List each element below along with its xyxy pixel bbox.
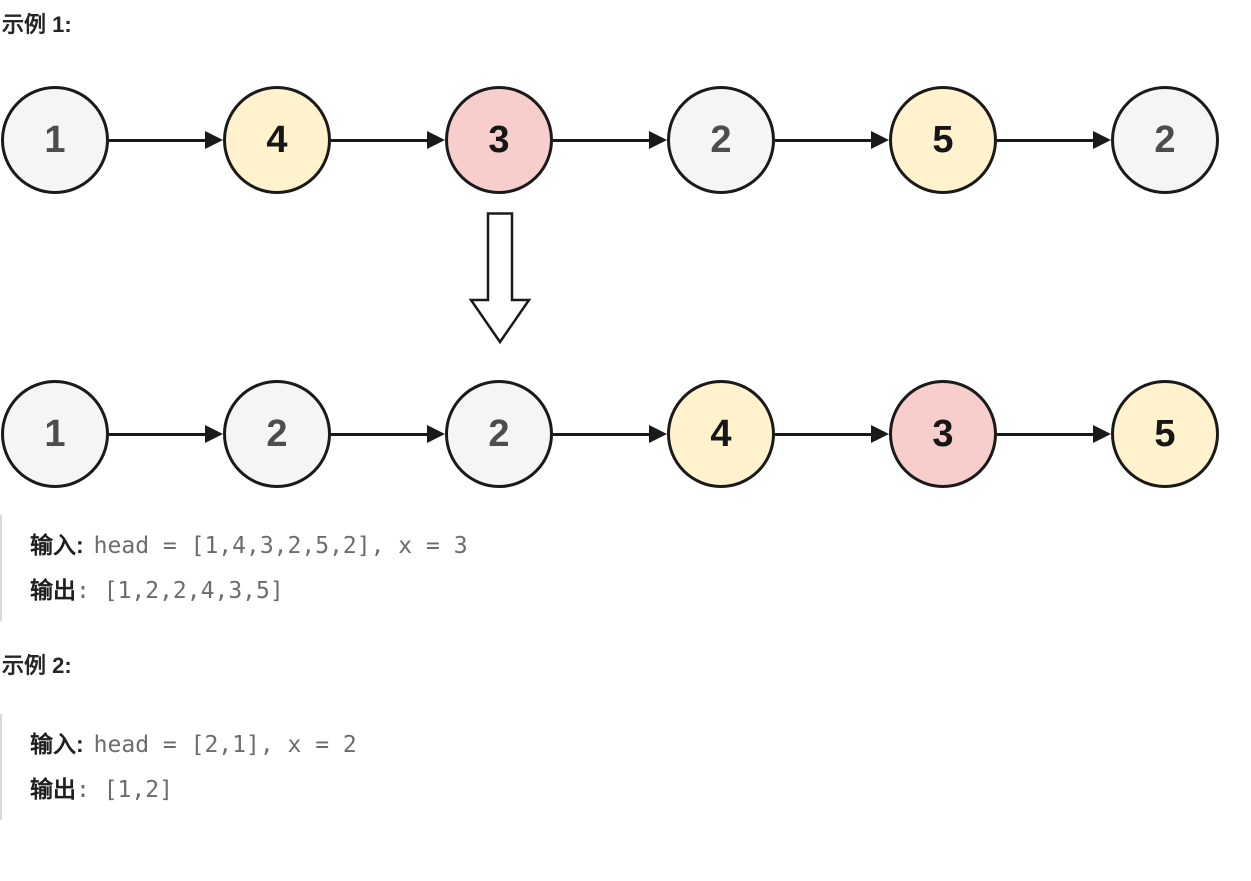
next-arrow-icon [109,425,223,443]
linked-list-node: 3 [889,380,997,488]
next-arrow-icon [775,425,889,443]
next-arrow-icon [775,131,889,149]
linked-list-node: 4 [223,86,331,194]
example1-input-line: 输入: head = [1,4,3,2,5,2], x = 3 [30,523,1251,568]
output-label: 输出 [30,577,76,603]
next-arrow-icon [553,131,667,149]
next-arrow-icon [109,131,223,149]
linked-list-node: 3 [445,86,553,194]
input-value: head = [1,4,3,2,5,2], x = 3 [93,533,468,559]
example2-io-block: 输入: head = [2,1], x = 2 输出: [1,2] [0,714,1251,820]
example1-heading: 示例 1: [2,12,72,37]
example2-input-line: 输入: head = [2,1], x = 2 [30,722,1251,767]
input-value: head = [2,1], x = 2 [93,732,357,758]
output-label: 输出 [30,776,76,802]
linked-list-node: 5 [1111,380,1219,488]
next-arrow-icon [331,131,445,149]
next-arrow-icon [997,131,1111,149]
example2-output-line: 输出: [1,2] [30,767,1251,812]
next-arrow-icon [997,425,1111,443]
transform-down-arrow-icon [468,212,532,345]
input-label: 输入: [30,731,84,757]
problem-examples-section: 示例 1: 1 4 3 2 5 2 1 2 2 4 3 5 输入: head = [1,4,3,2,5… [0,12,1251,820]
next-arrow-icon [331,425,445,443]
input-label: 输入: [30,532,84,558]
linked-list-node: 5 [889,86,997,194]
output-value: : [1,2,2,4,3,5] [76,578,284,604]
linked-list-node: 1 [1,86,109,194]
example1-io-block: 输入: head = [1,4,3,2,5,2], x = 3 输出: [1,2,… [0,515,1251,621]
example2-heading: 示例 2: [2,653,72,678]
linked-list-node: 2 [445,380,553,488]
linked-list-node: 4 [667,380,775,488]
linked-list-before: 1 4 3 2 5 2 [1,86,1251,194]
next-arrow-icon [553,425,667,443]
linked-list-node: 2 [1111,86,1219,194]
linked-list-node: 2 [667,86,775,194]
output-value: : [1,2] [76,777,173,803]
linked-list-node: 1 [1,380,109,488]
example1-output-line: 输出: [1,2,2,4,3,5] [30,568,1251,613]
linked-list-node: 2 [223,380,331,488]
linked-list-after: 1 2 2 4 3 5 [1,380,1251,488]
